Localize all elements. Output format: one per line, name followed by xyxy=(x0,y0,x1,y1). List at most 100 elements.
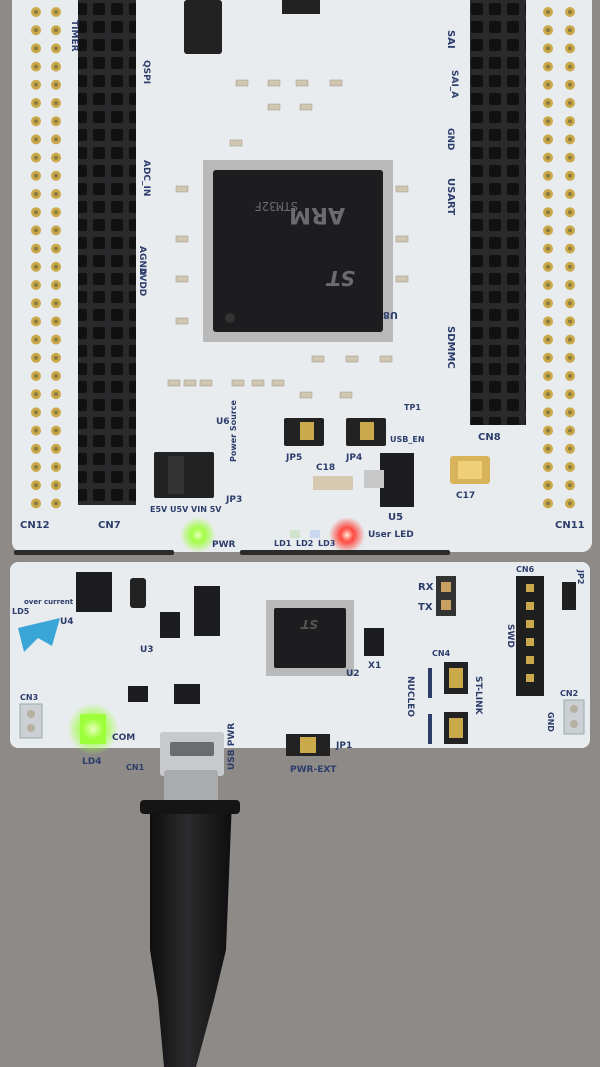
smd-passive xyxy=(379,355,393,363)
left-gold-pins xyxy=(31,7,61,509)
label-gnd-right: GND xyxy=(445,128,455,150)
smd-passive xyxy=(271,379,285,387)
label-sai-a: SAI_A xyxy=(449,70,459,98)
capacitor-c18 xyxy=(313,476,353,490)
label-jp3: JP3 xyxy=(225,495,242,505)
label-com: COM xyxy=(112,733,135,743)
smd-passive xyxy=(345,355,359,363)
smd-passive xyxy=(175,317,189,325)
label-c17: C17 xyxy=(456,491,475,501)
label-usb-pwr: USB PWR xyxy=(227,723,237,770)
user-led-ld2 xyxy=(310,530,320,538)
label-st-link: ST-LINK xyxy=(473,676,483,716)
label-usart: USART xyxy=(445,178,456,215)
smd-passive xyxy=(175,185,189,193)
smd-passive xyxy=(295,79,309,87)
label-u8: U8 xyxy=(383,309,398,320)
swd-pin xyxy=(526,620,534,628)
label-pwr: PWR xyxy=(212,540,236,550)
label-tx: TX xyxy=(418,602,433,613)
smd-passive xyxy=(231,379,245,387)
swd-pin xyxy=(526,602,534,610)
label-gnd-lower: GND xyxy=(546,712,555,732)
label-jp1: JP1 xyxy=(335,741,352,751)
right-gold-pins xyxy=(543,7,575,509)
smd-passive xyxy=(175,275,189,283)
label-adc-in: ADC_IN xyxy=(141,160,151,196)
swd-pin xyxy=(526,656,534,664)
smd-passive xyxy=(251,379,265,387)
smd-passive xyxy=(311,355,325,363)
right-header-top xyxy=(470,0,526,235)
label-power-source: Power Source xyxy=(229,399,238,462)
smd-passive xyxy=(329,79,343,87)
smd-passive xyxy=(267,79,281,87)
right-header-bottom xyxy=(470,235,526,425)
smd-passive xyxy=(199,379,213,387)
label-sdmmc: SDMMC xyxy=(445,326,456,369)
label-u3: U3 xyxy=(140,645,154,655)
smd-passive xyxy=(267,103,281,111)
label-x1: X1 xyxy=(368,661,381,671)
chip-d5-d3 xyxy=(194,586,220,636)
label-qspi: QSPI xyxy=(141,60,151,84)
label-e5v: E5V U5V VIN 5V xyxy=(150,505,222,514)
smd-passive xyxy=(339,391,353,399)
swd-pin xyxy=(526,638,534,646)
label-ld4: LD4 xyxy=(82,757,101,767)
label-cn1: CN1 xyxy=(126,763,145,772)
label-u4: U4 xyxy=(60,617,74,627)
label-rx: RX xyxy=(418,582,434,593)
smd-passive xyxy=(395,275,409,283)
label-usb-en: USB_EN xyxy=(390,435,425,444)
smd-passive xyxy=(299,391,313,399)
swd-pin xyxy=(526,674,534,682)
label-ld3: LD3 xyxy=(318,539,335,548)
label-u6: U6 xyxy=(216,417,230,427)
label-cn6: CN6 xyxy=(516,565,535,574)
label-ld2: LD2 xyxy=(296,539,313,548)
chip-u4 xyxy=(76,572,112,612)
label-cn2: CN2 xyxy=(560,689,578,698)
label-cn11: CN11 xyxy=(555,520,585,531)
mcu-arm-logo: ARM xyxy=(289,202,345,227)
regulator-u5 xyxy=(380,453,414,507)
label-jp2: JP2 xyxy=(576,569,585,584)
user-led-ld1 xyxy=(290,530,300,538)
label-timer: TIMER xyxy=(69,20,79,52)
label-sai: SAI xyxy=(445,30,456,49)
stlink-board: ST RX xyxy=(10,562,590,776)
usb-cable xyxy=(140,770,240,1067)
label-over-current: over current xyxy=(24,598,74,606)
label-user-led: User LED xyxy=(368,530,414,540)
label-c18: C18 xyxy=(316,463,335,473)
label-u5: U5 xyxy=(388,512,403,523)
smd-passive xyxy=(175,235,189,243)
smd-passive xyxy=(299,103,313,111)
label-cn4: CN4 xyxy=(432,649,451,658)
smd-passive xyxy=(235,79,249,87)
swd-pin xyxy=(526,584,534,592)
label-ld5: LD5 xyxy=(12,607,30,616)
label-pwr-ext: PWR-EXT xyxy=(290,765,337,775)
label-u2: U2 xyxy=(346,669,360,679)
crystal-x1 xyxy=(364,628,384,656)
top-component xyxy=(282,0,320,14)
main-board: ARM STM32F ST CN12 CN11 CN7 CN xyxy=(12,0,592,707)
label-cn12: CN12 xyxy=(20,520,50,531)
jumper-jp2 xyxy=(562,582,576,610)
label-jp5: JP5 xyxy=(285,453,302,463)
label-cn3: CN3 xyxy=(20,693,38,702)
label-cn8: CN8 xyxy=(478,432,501,443)
st-logo: ST xyxy=(326,266,355,290)
connector-cn3 xyxy=(19,703,43,739)
st-logo-icon xyxy=(18,618,60,652)
smd-passive xyxy=(183,379,197,387)
label-nucleo: NUCLEO xyxy=(405,676,415,717)
smd-passive xyxy=(395,185,409,193)
main-mcu: ARM STM32F ST xyxy=(203,160,393,342)
label-ld1: LD1 xyxy=(274,539,292,548)
label-avdd: AVDD xyxy=(137,268,147,296)
connector-cn2 xyxy=(563,699,585,735)
label-cn7: CN7 xyxy=(98,520,121,531)
